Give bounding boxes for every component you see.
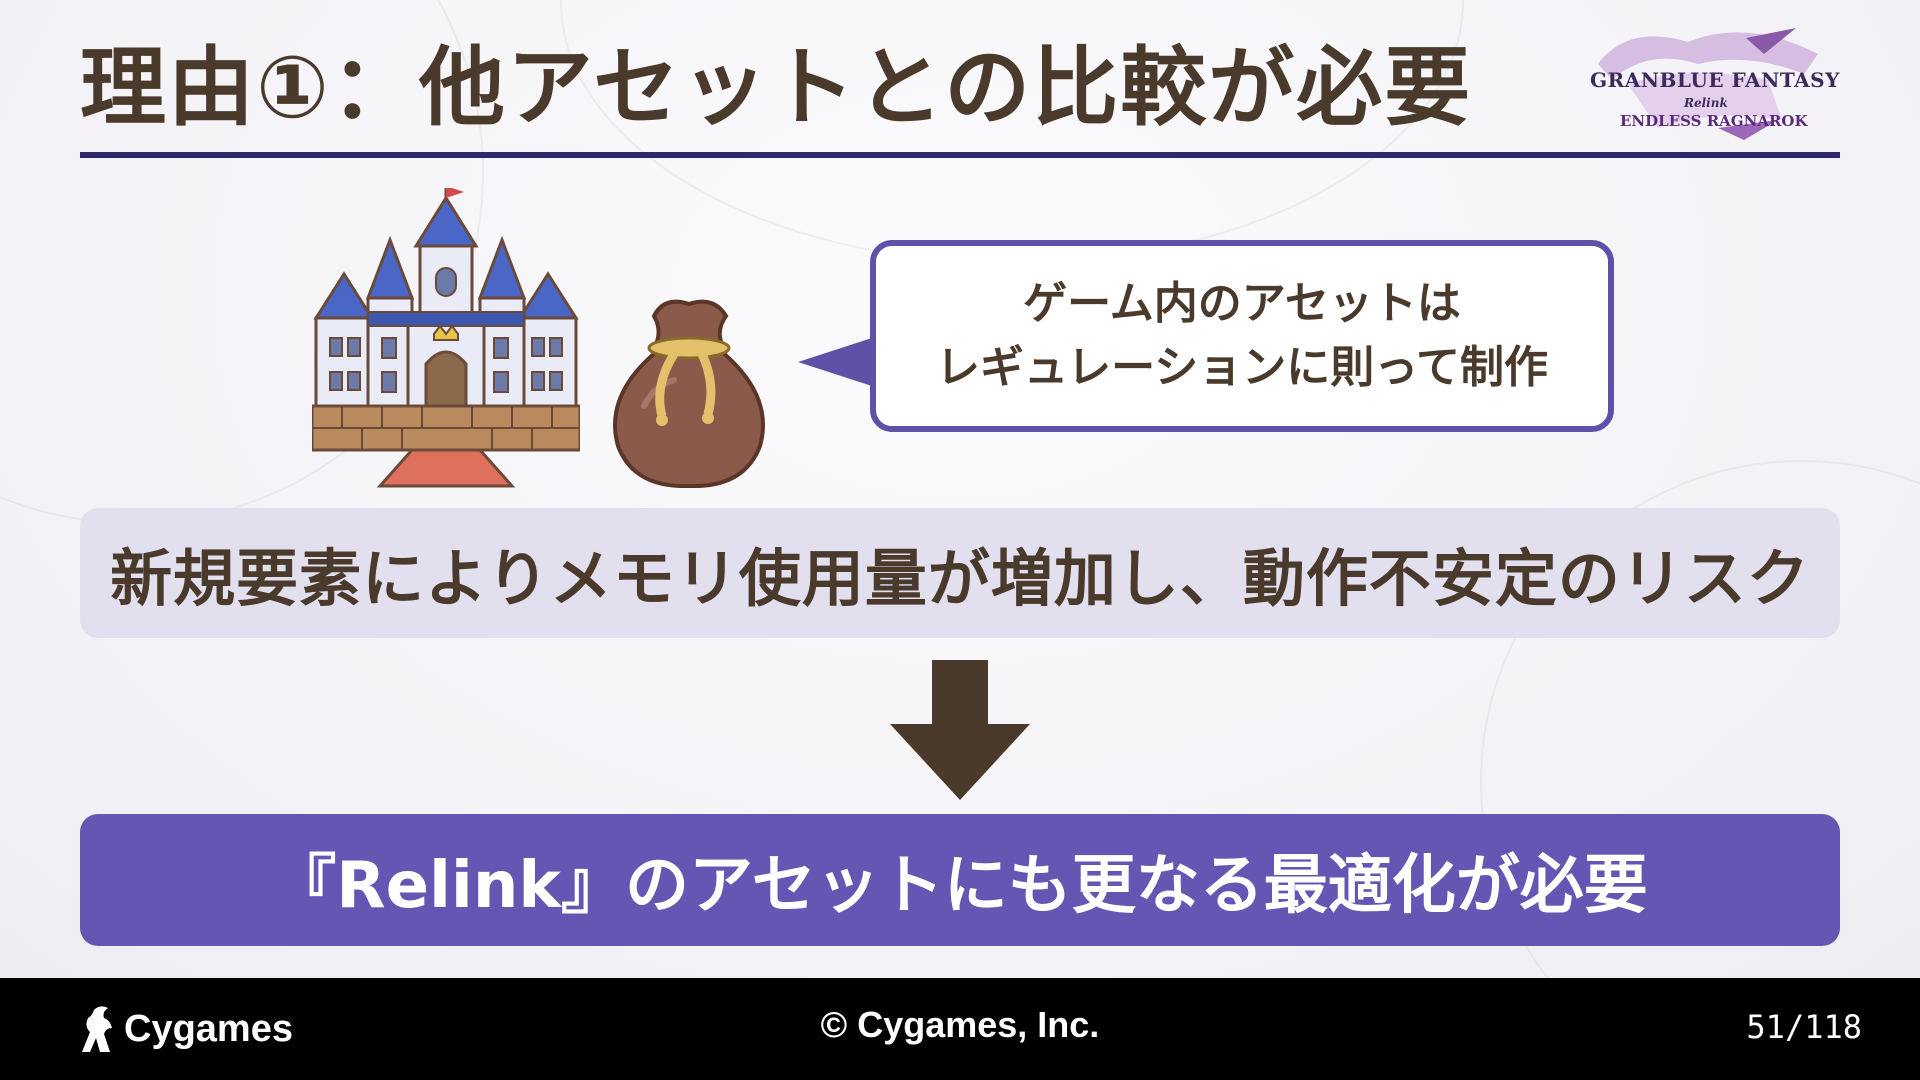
page-number: 51/118 bbox=[1746, 1008, 1862, 1046]
slide: 理由①：他アセットとの比較が必要 GRANBLUE FANTASY Relink… bbox=[0, 0, 1920, 978]
footer-brand: Cygames bbox=[124, 1007, 293, 1050]
castle-icon bbox=[312, 188, 580, 488]
bubble-line-2: レギュレーションに則って制作 bbox=[935, 342, 1549, 393]
speech-bubble: ゲーム内のアセットは レギュレーションに則って制作 bbox=[870, 240, 1614, 432]
game-logo: GRANBLUE FANTASY Relink ENDLESS RAGNAROK bbox=[1568, 24, 1840, 144]
logo-crystal-icon bbox=[1598, 28, 1818, 140]
bubble-line-1: ゲーム内のアセットは bbox=[1023, 278, 1461, 329]
conclusion-statement: 『Relink』のアセットにも更なる最適化が必要 bbox=[272, 849, 1648, 923]
logo-edition: ENDLESS RAGNAROK bbox=[1620, 112, 1808, 130]
conclusion-box: 『Relink』のアセットにも更なる最適化が必要 bbox=[80, 814, 1840, 946]
cygames-figure-icon bbox=[82, 1006, 112, 1052]
slide-title: 理由①：他アセットとの比較が必要 bbox=[80, 38, 1473, 138]
down-arrow-icon bbox=[890, 660, 1030, 800]
cygames-logo: Cygames bbox=[80, 1002, 293, 1056]
speech-bubble-tail bbox=[798, 336, 878, 388]
money-bag-icon bbox=[613, 299, 765, 488]
logo-title: GRANBLUE FANTASY bbox=[1590, 68, 1840, 92]
risk-statement: 新規要素によりメモリ使用量が増加し、動作不安定のリスク bbox=[110, 542, 1810, 615]
title-underline bbox=[80, 152, 1840, 158]
risk-statement-box: 新規要素によりメモリ使用量が増加し、動作不安定のリスク bbox=[80, 508, 1840, 638]
copyright-notice: © Cygames, Inc. bbox=[820, 1004, 1100, 1045]
footer-bar: Cygames © Cygames, Inc. 51/118 bbox=[0, 978, 1920, 1080]
logo-subtitle: Relink bbox=[1684, 96, 1728, 110]
